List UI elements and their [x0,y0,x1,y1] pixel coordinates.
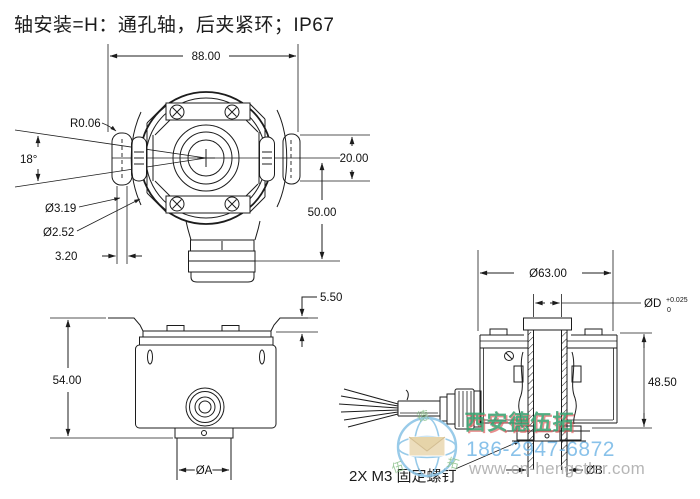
connector-boss [185,387,225,427]
dim-bore-tol-upper: +0.025 [666,297,688,304]
dim-body-diameter: Ø63.00 [477,250,614,331]
dim-center-bottom-label: 50.00 [308,207,337,219]
watermark-company: 西安德伍拓 [465,411,575,435]
dim-angle-label: 18° [20,154,37,166]
dim-hole-252: Ø2.52 [42,198,141,241]
dim-ring-thickness-label: 3.20 [55,251,77,263]
set-screw [504,351,514,361]
dim-body-height-label: 54.00 [53,375,82,387]
dim-flange-offset: 5.50 [276,291,344,347]
dim-shaft-b-label: ØB [586,465,603,477]
dim-body-height: 54.00 [50,317,173,439]
screw-icon [169,104,185,120]
broken-arc-right [276,109,288,208]
clamp-tab-left [131,136,147,182]
screw-icon [224,104,240,120]
dim-overall-width: 88.00 [107,44,299,132]
screw-note-label: 2X M3 固定螺钉 [349,468,457,485]
spring-wing-right [270,317,308,332]
seal-char: 伍 [390,459,406,476]
screw-icon [224,196,240,212]
globe-logo-icon: 德 伍 拓 [390,407,461,478]
clamp-ring-profile-left [111,132,133,186]
dim-shaft-a: ØA [178,464,230,479]
spring-wing-left [108,317,144,332]
envelope-icon [408,436,446,457]
clamp-ring-profile-right [282,133,301,185]
dim-bore-tol-lower: 0 [667,307,671,314]
dim-section-height-label: 48.50 [648,377,677,389]
section-view: Ø63.00 ØD +0.025 0 48.50 [338,250,689,486]
dim-hole1-label: Ø3.19 [45,203,76,215]
dim-radius-note: R0.06 [69,117,117,132]
seal-char: 拓 [445,455,460,472]
cable-gland [185,220,261,283]
dim-body-diameter-label: Ø63.00 [529,268,567,280]
dim-ring-thickness: 3.20 [54,186,142,265]
encoder-body [135,344,277,429]
clamp-plate [174,427,234,439]
dim-radius-label: R0.06 [70,118,101,130]
dim-flange-label: 5.50 [320,292,342,304]
rear-clamp-ring [505,425,590,442]
top-cover [139,336,274,346]
clamp-tab-right [259,136,275,182]
cable-assembly [338,388,482,430]
dim-bore-label: ØD [644,298,661,310]
dim-shaft-b: ØB [506,464,604,479]
wire-leads [338,388,399,428]
broken-arc-left [130,111,142,206]
dim-cone-angle: 18° [19,135,41,182]
shaft-cap [523,317,572,331]
dim-section-height: 48.50 [592,332,678,429]
dim-bore-diameter: ØD +0.025 0 [533,294,689,317]
watermark-company-shadow: 西安德伍拓 [466,412,576,436]
page-title: 轴安装=H：通孔轴，后夹紧环；IP67 [14,15,335,36]
dim-width-label: 88.00 [192,51,221,63]
side-view: 54.00 5.50 ØA [50,291,344,480]
dim-hole2-label: Ø2.52 [43,227,74,239]
dim-center-to-bottom: 50.00 [237,162,340,262]
screw-icon [169,196,185,212]
screw-plate-top [165,102,251,121]
front-view: 88.00 18° R0.06 Ø3.19 Ø2.52 [14,44,370,283]
screw-note-group: 2X M3 固定螺钉 [348,440,521,486]
dim-hole-319: Ø3.19 [44,197,121,217]
watermark-website: www.cn-hengstler.com [468,459,645,478]
seal-char: 德 [415,407,430,424]
watermark-phone: 186-2947-6872 [466,438,615,461]
watermark: 德 伍 拓 西安德伍拓 西安德伍拓 186-2947-6872 www.cn-h… [390,407,645,478]
screw-plate-bottom [165,195,251,214]
dim-tab-height: 20.00 [300,134,370,182]
dim-tab-label: 20.00 [340,153,369,165]
shaft-bore-circle [187,139,225,177]
dim-shaft-a-label: ØA [196,465,213,477]
